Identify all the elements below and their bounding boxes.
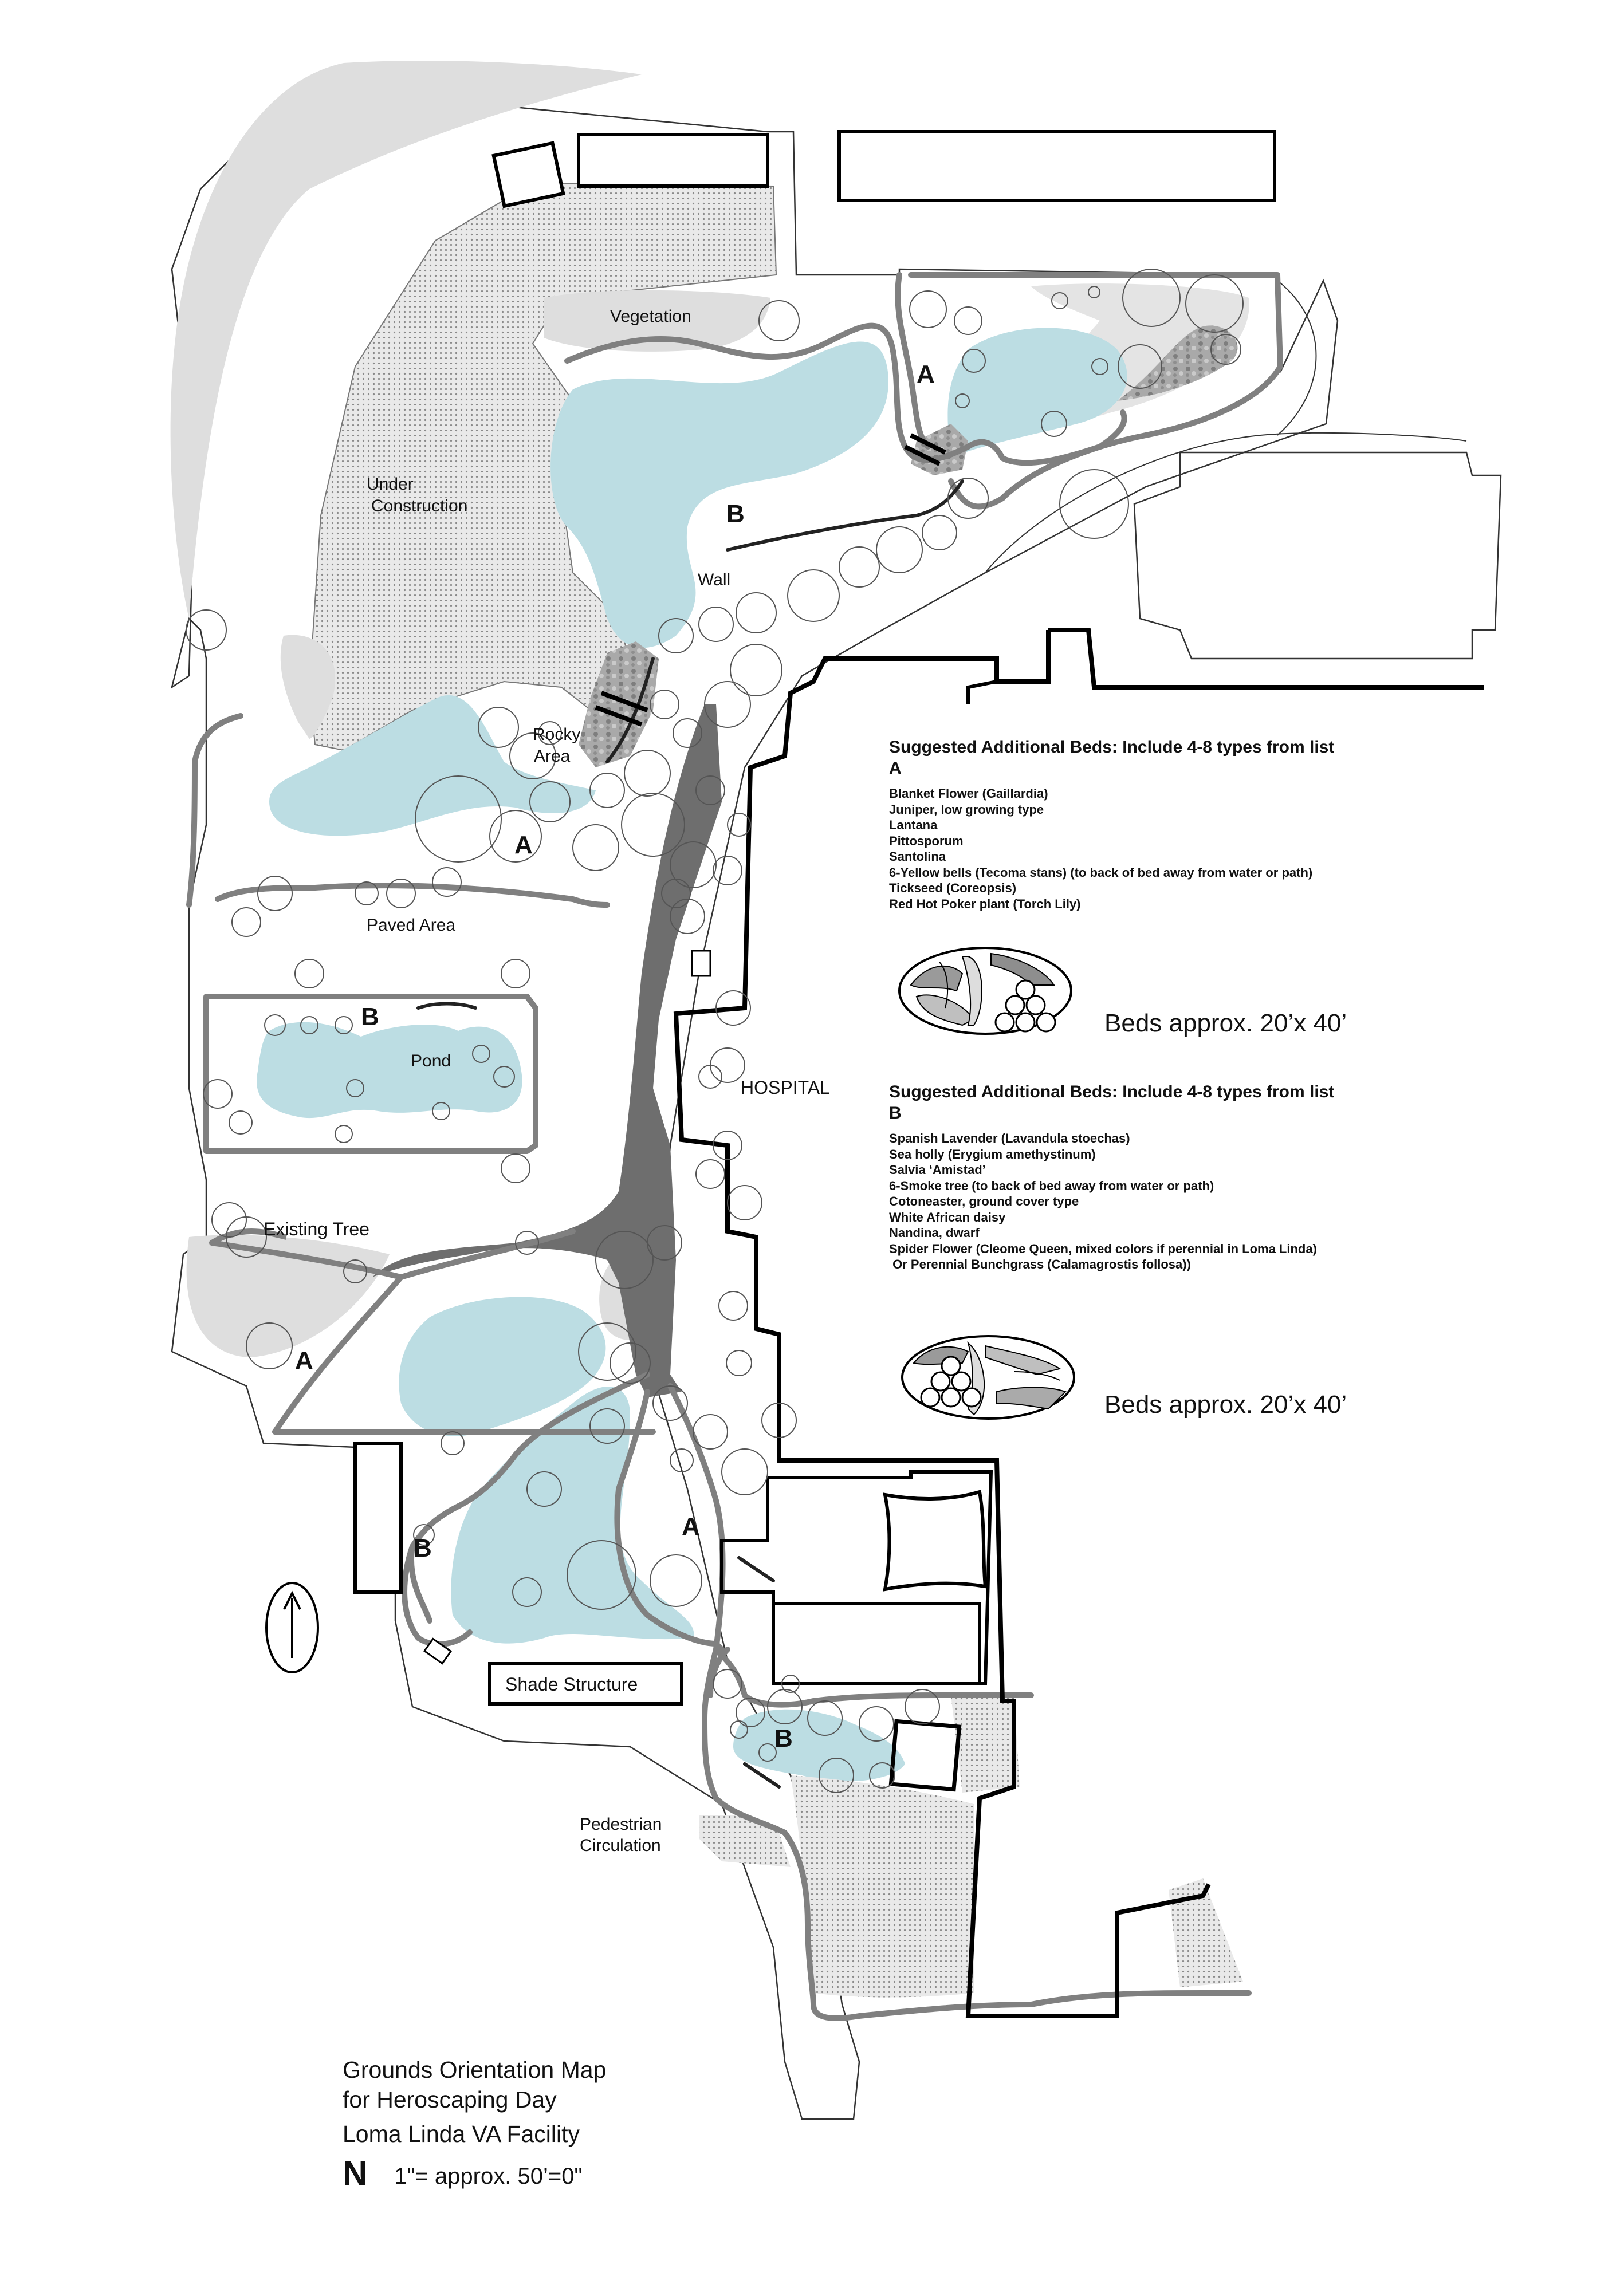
map-title-line-1: Grounds Orientation Map: [343, 2057, 607, 2083]
legend-b-group: B: [889, 1104, 902, 1123]
legend-b-plant: White African daisy: [889, 1210, 1006, 1224]
legend-a-plant: Lantana: [889, 818, 938, 832]
courtyard-building: [720, 1470, 993, 1685]
label-pedestrian-2: Circulation: [580, 1836, 661, 1855]
zone-markers: A B A B A A B B: [295, 360, 935, 1752]
path-network: [186, 272, 1283, 2021]
hospital-outline: [673, 628, 1484, 2018]
water-pond-b-southeast: [733, 1709, 905, 1782]
road-east: [985, 432, 1467, 573]
legend-b-heading: Suggested Additional Beds: Include 4-8 t…: [889, 1082, 1335, 1101]
legend-b-plant: Cotoneaster, ground cover type: [889, 1194, 1079, 1208]
legend-a-heading: Suggested Additional Beds: Include 4-8 t…: [889, 738, 1335, 757]
legend-b-plant: Sea holly (Erygium amethystinum): [889, 1147, 1096, 1161]
building-small-top: [491, 141, 565, 208]
building-west-south: [353, 1442, 403, 1594]
site-boundary: [171, 90, 1339, 2120]
small-kiosk: [423, 1637, 453, 1665]
hatch-area-south-b: [791, 1775, 974, 1998]
legend-b-plant: 6-Smoke tree (to back of bed away from w…: [889, 1178, 1214, 1193]
legend-a-plant: Pittosporum: [889, 833, 964, 848]
legend-a-plant: Tickseed (Coreopsis): [889, 881, 1017, 895]
zone-a-northeast: A: [917, 360, 935, 388]
label-wall: Wall: [698, 570, 730, 589]
label-hospital: HOSPITAL: [741, 1077, 830, 1098]
legend-a-bed-size: Beds approx. 20’x 40’: [1104, 1009, 1347, 1037]
label-shade-structure: Shade Structure: [505, 1674, 638, 1695]
label-pond: Pond: [411, 1051, 451, 1070]
legend-b-plant: Salvia ‘Amistad’: [889, 1163, 986, 1177]
legend-b-plant: Spanish Lavender (Lavandula stoechas): [889, 1131, 1130, 1145]
water-pond-b-north: [550, 341, 888, 648]
zone-b-north: B: [726, 500, 745, 528]
legend-b-plant: Spider Flower (Cleome Queen, mixed color…: [889, 1241, 1317, 1256]
water-pond-a-west: [269, 695, 596, 836]
main-walkway: [372, 704, 722, 1397]
legend-b-plant: Nandina, dwarf: [889, 1226, 980, 1240]
legend-a-plant: Juniper, low growing type: [889, 802, 1044, 817]
hatch-area-southeast: [1169, 1878, 1243, 1987]
rocky-area-east-strip: [1117, 325, 1238, 401]
legend-b-plant: Or Perennial Bunchgrass (Calamagrostis f…: [889, 1257, 1191, 1271]
trees: [186, 269, 1244, 1793]
small-kiosk-hospital: [691, 950, 711, 977]
walls: [416, 479, 964, 1789]
legend-b: Suggested Additional Beds: Include 4-8 t…: [889, 1081, 1334, 1273]
zone-b-southeast: B: [774, 1724, 793, 1752]
water-pond-south-upper: [399, 1297, 606, 1436]
hatch-area-south-c: [951, 1695, 1020, 1793]
legend-a-plant: 6-Yellow bells (Tecoma stans) (to back o…: [889, 865, 1313, 880]
bed-diagram-b: [901, 1335, 1075, 1420]
water-pond-b-middle: [257, 1022, 522, 1119]
zone-a-southwest: A: [295, 1346, 313, 1375]
zone-a-west: A: [514, 831, 533, 859]
label-paved-area: Paved Area: [367, 916, 455, 935]
label-under-construction-1: Under: [367, 475, 414, 494]
facility-name: Loma Linda VA Facility: [343, 2121, 580, 2147]
label-under-construction-2: Construction: [371, 497, 467, 515]
zone-b-middle: B: [361, 1003, 379, 1031]
bridges: [595, 433, 946, 727]
building-top-right: [837, 130, 1276, 202]
north-label: N: [343, 2154, 368, 2192]
water-pond-a-northeast: [947, 328, 1127, 458]
building-top-middle: [577, 133, 769, 188]
road-north: [1277, 280, 1317, 436]
small-building-south: [888, 1719, 962, 1792]
map-title-line-2: for Heroscaping Day: [343, 2086, 557, 2113]
hospital-wing-line: [966, 680, 997, 704]
zone-a-south: A: [682, 1513, 700, 1541]
water-pond-south-lower: [451, 1387, 694, 1644]
vegetation-patch-west: [280, 635, 336, 739]
label-vegetation: Vegetation: [610, 307, 691, 326]
parking-east: [1133, 451, 1502, 660]
legend-a-plant: Blanket Flower (Gaillardia): [889, 786, 1048, 801]
legend-a-group: A: [889, 759, 902, 778]
label-rocky-2: Area: [534, 747, 571, 766]
hatch-area-south-a: [699, 1815, 791, 1867]
legend-a-plant: Santolina: [889, 849, 946, 864]
vegetation-area-west: [170, 61, 642, 619]
legend-a-plant-list: Blanket Flower (Gaillardia) Juniper, low…: [889, 786, 1334, 912]
zone-b-southwest: B: [414, 1534, 432, 1562]
vegetation-patch-north: [544, 290, 770, 352]
label-existing-tree: Existing Tree: [264, 1219, 369, 1239]
north-arrow-icon: [265, 1582, 319, 1673]
scale-text: 1"= approx. 50’=0": [394, 2164, 583, 2189]
rocky-area-central: [579, 641, 659, 767]
legend-b-bed-size: Beds approx. 20’x 40’: [1104, 1391, 1347, 1419]
legend-a: Suggested Additional Beds: Include 4-8 t…: [889, 737, 1334, 912]
courtyard-square: [883, 1490, 988, 1592]
legend-a-plant: Red Hot Poker plant (Torch Lily): [889, 896, 1081, 911]
legend-b-plant-list: Spanish Lavender (Lavandula stoechas) Se…: [889, 1131, 1334, 1273]
bed-diagram-a: [898, 947, 1072, 1035]
shade-structure-box: [488, 1662, 683, 1706]
label-pedestrian-1: Pedestrian: [580, 1815, 662, 1834]
map-title: Grounds Orientation Map for Heroscaping …: [343, 2055, 606, 2114]
label-rocky-1: Rocky: [533, 725, 580, 744]
path-spur: [210, 1228, 288, 1246]
